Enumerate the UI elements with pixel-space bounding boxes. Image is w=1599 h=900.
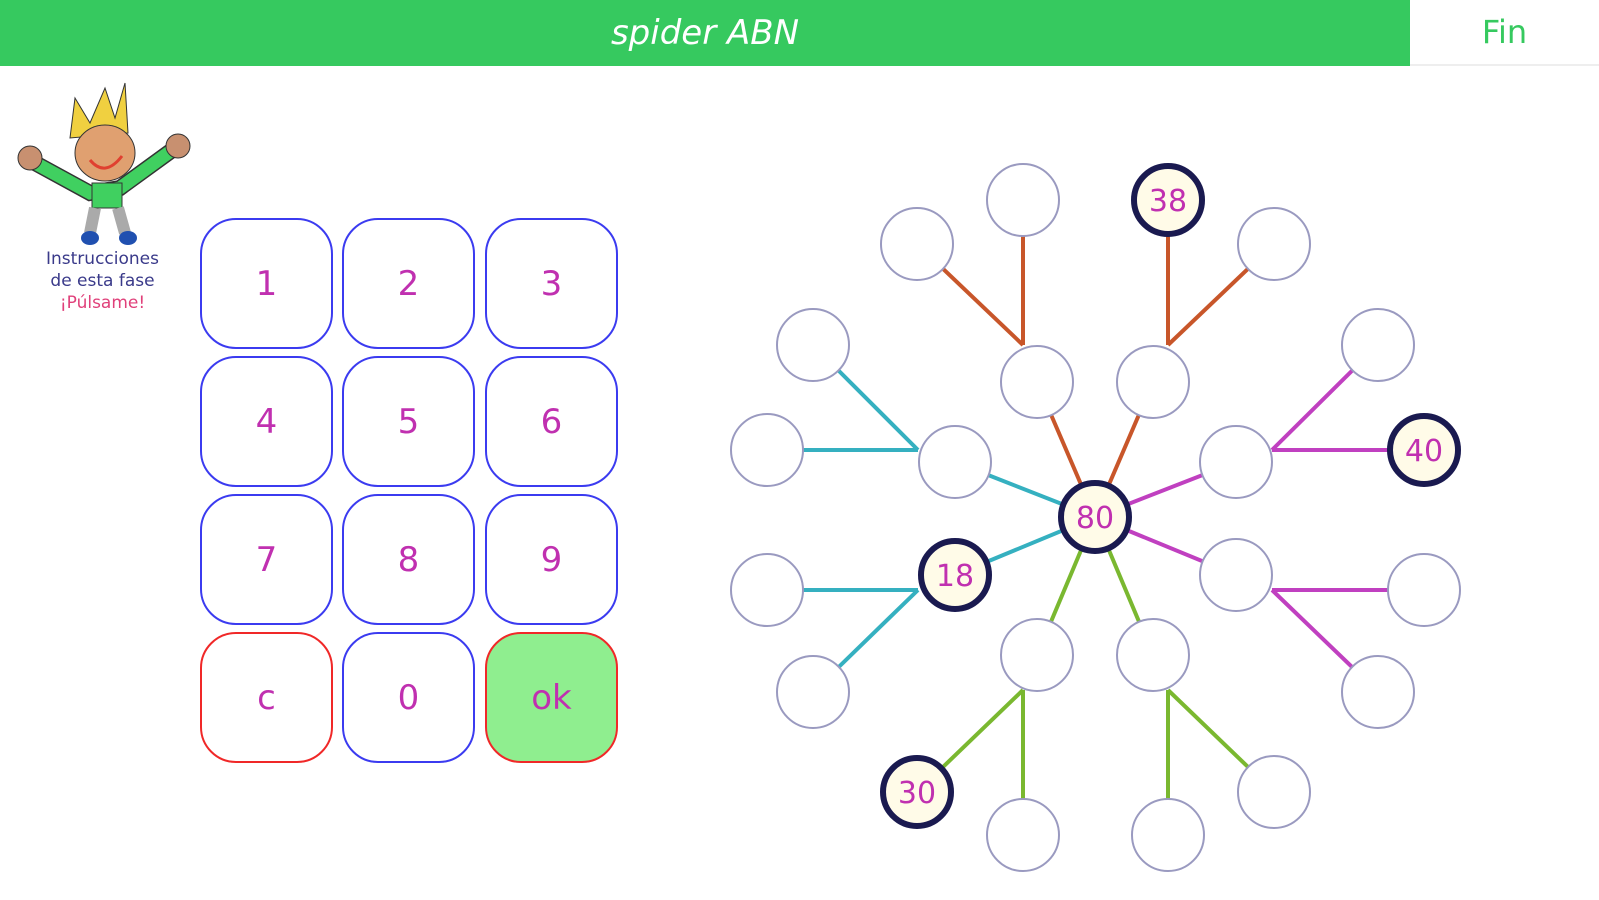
middle-node[interactable] <box>1116 618 1190 692</box>
node-value: 80 <box>1076 501 1114 536</box>
fin-button[interactable]: Fin <box>1410 0 1599 66</box>
middle-node[interactable] <box>1199 425 1273 499</box>
leaf-node[interactable] <box>1237 755 1311 829</box>
leaf-node[interactable] <box>776 308 850 382</box>
middle-node[interactable] <box>1116 345 1190 419</box>
key-2[interactable]: 2 <box>342 218 475 349</box>
key-5[interactable]: 5 <box>342 356 475 487</box>
key-4[interactable]: 4 <box>200 356 333 487</box>
key-7[interactable]: 7 <box>200 494 333 625</box>
node-value: 38 <box>1149 184 1187 219</box>
node-value: 30 <box>898 776 936 811</box>
instructions-link[interactable]: Instrucciones de esta fase ¡Púlsame! <box>10 248 195 314</box>
middle-node: 18 <box>918 538 992 612</box>
middle-node[interactable] <box>1199 538 1273 612</box>
key-1[interactable]: 1 <box>200 218 333 349</box>
leaf-node[interactable] <box>986 163 1060 237</box>
mascot-image[interactable] <box>10 78 195 248</box>
middle-node[interactable] <box>1000 618 1074 692</box>
key-3[interactable]: 3 <box>485 218 618 349</box>
leaf-node[interactable] <box>1341 308 1415 382</box>
leaf-node[interactable] <box>1341 655 1415 729</box>
leaf-node[interactable] <box>730 553 804 627</box>
leaf-node[interactable] <box>776 655 850 729</box>
key-8[interactable]: 8 <box>342 494 475 625</box>
app-title: spider ABN <box>610 13 800 53</box>
title-bar: spider ABN <box>0 0 1410 66</box>
middle-node[interactable] <box>918 425 992 499</box>
instructions-text: de esta fase <box>50 271 155 291</box>
clear-button[interactable]: c <box>200 632 333 763</box>
leaf-node: 30 <box>880 755 954 829</box>
key-6[interactable]: 6 <box>485 356 618 487</box>
key-9[interactable]: 9 <box>485 494 618 625</box>
leaf-node: 40 <box>1387 413 1461 487</box>
ok-button[interactable]: ok <box>485 632 618 763</box>
leaf-node: 38 <box>1131 163 1205 237</box>
leaf-node[interactable] <box>1131 798 1205 872</box>
key-0[interactable]: 0 <box>342 632 475 763</box>
leaf-node[interactable] <box>880 207 954 281</box>
center-node: 80 <box>1058 480 1132 554</box>
node-value: 40 <box>1405 434 1443 469</box>
leaf-node[interactable] <box>730 413 804 487</box>
leaf-node[interactable] <box>1387 553 1461 627</box>
instructions-text: Instrucciones <box>46 249 159 269</box>
leaf-node[interactable] <box>1237 207 1311 281</box>
press-me-text: ¡Púlsame! <box>59 293 146 313</box>
leaf-node[interactable] <box>986 798 1060 872</box>
node-value: 18 <box>936 559 974 594</box>
middle-node[interactable] <box>1000 345 1074 419</box>
